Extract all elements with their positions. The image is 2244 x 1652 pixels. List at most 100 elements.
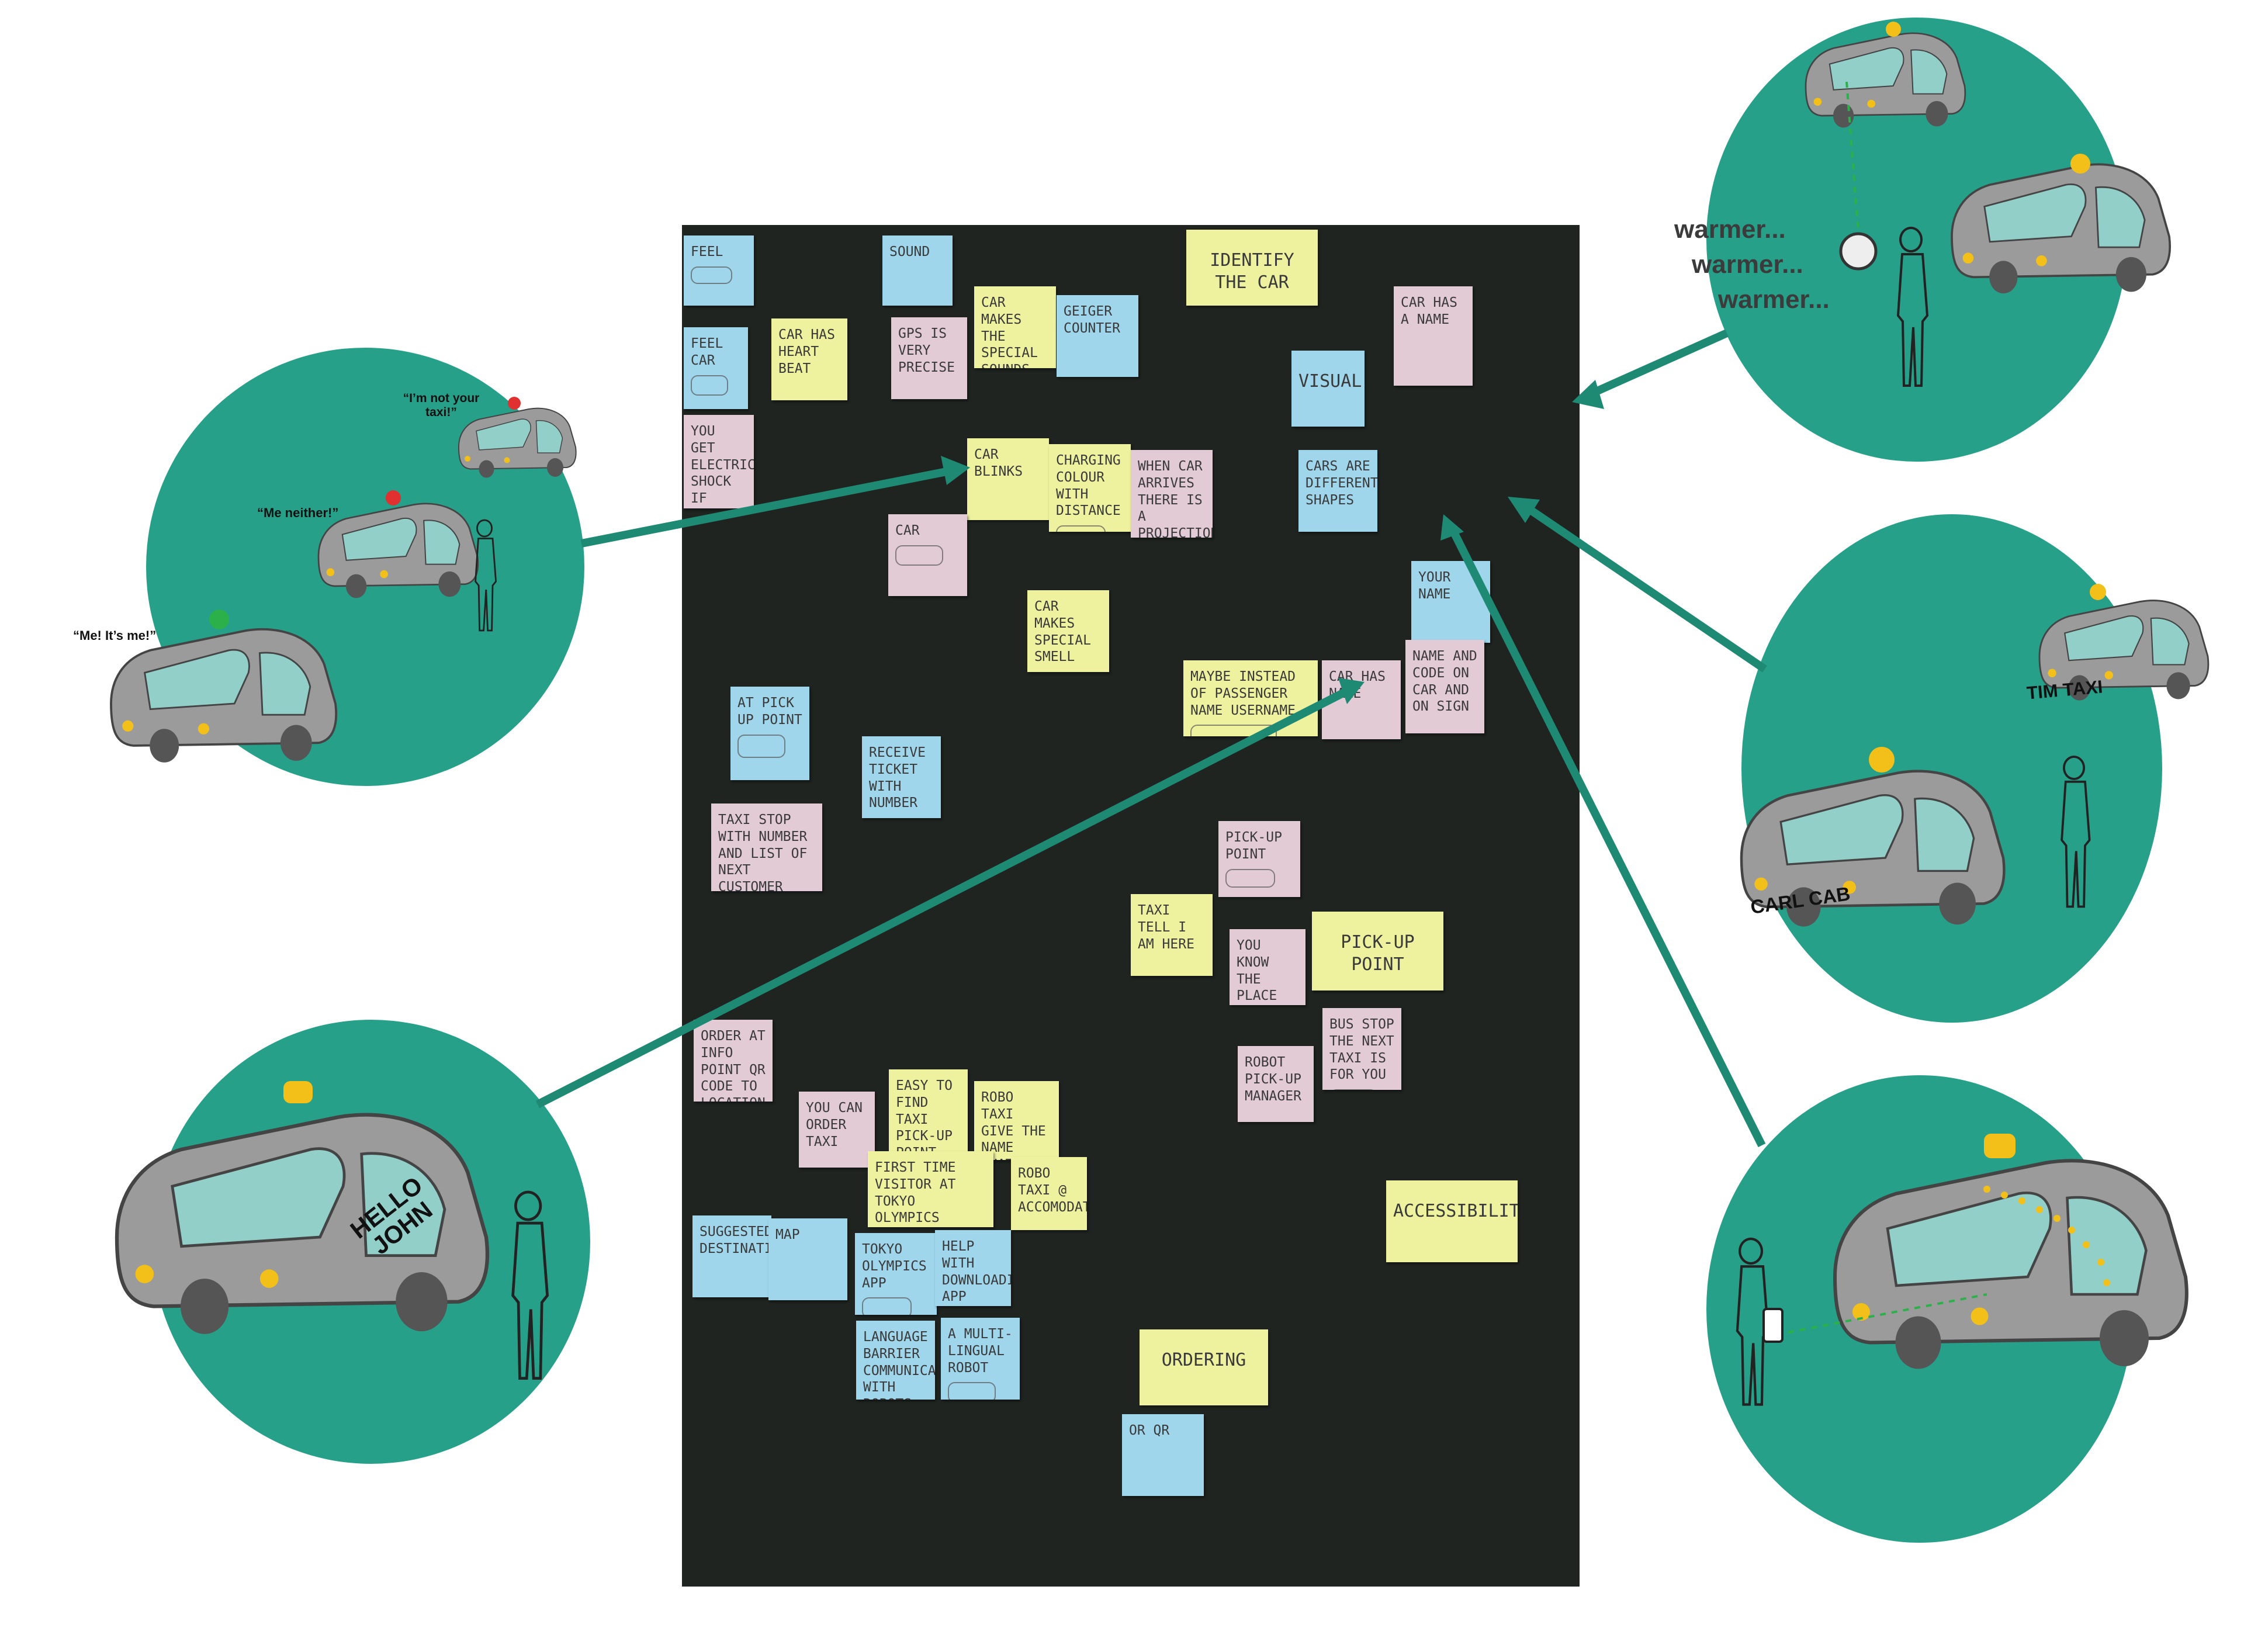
sticky-note-text: NAME AND CODE ON CAR AND ON SIGN [1412, 649, 1477, 715]
arrow-to-car-name [1448, 527, 1766, 1148]
sticky-note-text: TOKYO OLYMPICS APP [862, 1242, 927, 1291]
sticky-note-text: VISUAL [1298, 371, 1362, 392]
sticky-note-text: CAR BLINKS [974, 447, 1023, 479]
sticky-note: TOKYO OLYMPICS APP [855, 1233, 937, 1315]
connector-arrows [535, 329, 1767, 1148]
sticky-note: NAME AND CODE ON CAR AND ON SIGN [1405, 640, 1484, 733]
sticky-note-text: MAP [775, 1227, 800, 1242]
sticky-note-text: IDENTIFY THE CAR [1210, 250, 1294, 293]
sketch-doodle [862, 1297, 912, 1315]
sticky-note-text: GEIGER COUNTER [1064, 304, 1120, 336]
sticky-note: GEIGER COUNTER [1057, 295, 1138, 377]
scene2-art [1805, 22, 2172, 387]
sticky-note-text: A multi-lingual robot [948, 1327, 1013, 1376]
sticky-note: SOUND [882, 235, 953, 306]
sticky-note-text: WHEN CAR ARRIVES THERE IS A PROJECTION O… [1138, 459, 1213, 538]
sticky-note: receive ticket with number [862, 736, 941, 818]
sticky-note-text: YOU GET ELECTRIC SHOCK IF TOUCH WRONG CA… [691, 424, 754, 508]
sticky-note-text: language barrier communicating with robo… [863, 1329, 935, 1400]
warmer-text-1: warmer... [1674, 215, 1786, 244]
sticky-note-text: CAR makes the special sounds [981, 295, 1038, 368]
sticky-note: YOU CAN ORDER TAXI [799, 1092, 875, 1168]
sticky-note-text: ACCESSIBILITY [1393, 1201, 1518, 1221]
sticky-note-text: Robo taxi give the name that called peop… [981, 1090, 1046, 1160]
green-roof-light [209, 609, 229, 629]
warmer-text-3: warmer... [1718, 285, 1830, 314]
sticky-note: CAR [888, 514, 967, 596]
sketch-doodle [691, 375, 729, 396]
sticky-note: language barrier communicating with robo… [856, 1321, 935, 1400]
scene-circle-named-taxis [1741, 514, 2162, 1023]
scene3-art [1741, 584, 2210, 927]
sticky-note-text: help with downloading app first time use [942, 1239, 1011, 1305]
sticky-note: Robo taxi give the name that called peop… [974, 1081, 1059, 1160]
red-roof-light [508, 397, 521, 410]
quote-not-your-taxi: “I’m not your taxi!” [403, 392, 480, 419]
sticky-note: A multi-lingual robot [941, 1318, 1020, 1400]
sticky-note-text: Charging Colour with distance [1056, 453, 1121, 519]
sticky-note-text: Robo Taxi @ accomodation [1018, 1166, 1087, 1215]
sticky-note: help with downloading app first time use [935, 1230, 1011, 1306]
sticky-note-text: FEEL [691, 244, 723, 259]
sticky-note-text: CARS ARE DIFFERENT SHAPES [1305, 459, 1377, 508]
compass-icon [1839, 232, 1878, 271]
sticky-note-text: CAR HAS A NAME [1401, 295, 1457, 327]
sketch-doodle [737, 734, 785, 759]
sticky-note: PICK-UP POINT [1218, 821, 1300, 897]
scene5-art [1737, 1134, 2187, 1405]
sketch-doodle [948, 1382, 996, 1400]
sticky-note: ROBOT PICK-UP MANAGER [1238, 1046, 1314, 1122]
sticky-note: ACCESSIBILITY [1386, 1180, 1518, 1262]
sticky-note: Charging Colour with distance [1049, 444, 1131, 532]
sticky-note: ORDER AT INFO POINT QR CODE TO LOCATION … [694, 1020, 773, 1102]
sticky-note: suggested destination [692, 1215, 771, 1297]
sticky-note-text: PICK-UP POINT [1341, 932, 1415, 975]
sticky-note-text: EASY TO FIND TAXI PICK-UP POINT [896, 1078, 953, 1157]
arrow-to-name-note [535, 685, 1352, 1109]
sticky-note-text: SOUND [889, 244, 930, 259]
sticky-note: FEEL CAR [684, 327, 748, 409]
sketch-doodle [895, 545, 943, 566]
quote-me-neither: “Me neither!” [257, 505, 339, 520]
sticky-note-text: TAXI STOP WITH NUMBER AND LIST OF NEXT C… [718, 812, 808, 891]
sticky-note-text: TAXI Tell I am HERE [1138, 903, 1194, 952]
sticky-note: CAR HAS A NAME [1394, 286, 1473, 386]
sticky-note: GPS IS VERY PRECISE [891, 317, 967, 399]
sticky-note: Robo Taxi @ accomodation [1011, 1157, 1087, 1230]
sticky-note: FEEL [684, 235, 754, 306]
sketch-doodle [1225, 868, 1276, 888]
sticky-note: WHEN CAR ARRIVES THERE IS A PROJECTION O… [1131, 450, 1213, 538]
sticky-note: First time visitor at Tokyo Olympics [868, 1151, 993, 1227]
sticky-note: BUS STOP THE NEXT TAXI IS FOR YOU [1322, 1008, 1401, 1090]
sticky-note-text: ORDER AT INFO POINT QR CODE TO LOCATION … [701, 1028, 766, 1102]
sticky-note-text: FEEL CAR [691, 336, 723, 368]
sticky-note-text: AT PICK UP POINT [737, 695, 802, 728]
arrow-to-sound-note [1588, 329, 1729, 399]
sticky-note-text: Car makes special smell [1034, 599, 1091, 665]
sticky-note: PICK-UP POINT [1312, 912, 1443, 990]
sticky-note: TAXI STOP WITH NUMBER AND LIST OF NEXT C… [711, 804, 822, 891]
sticky-note-text: ORDERING [1161, 1350, 1246, 1370]
sticky-note: ORDERING [1140, 1329, 1268, 1405]
sticky-note-text: First time visitor at Tokyo Olympics [875, 1160, 956, 1226]
sticky-note-text: YOU KNOW THE PLACE [1237, 938, 1277, 1004]
warmer-text-2: warmer... [1692, 250, 1803, 279]
sticky-note: Car makes special smell [1027, 590, 1109, 672]
sticky-note: AT PICK UP POINT [730, 687, 809, 780]
sticky-note-text: suggested destination [699, 1224, 771, 1256]
sticky-note: MAP [768, 1218, 847, 1300]
sticky-note-text: YOUR NAME [1418, 570, 1451, 602]
sticky-note: or QR [1122, 1414, 1204, 1496]
quote-me-its-me: “Me! It’s me!” [73, 628, 157, 643]
sticky-note: IDENTIFY THE CAR [1186, 230, 1318, 306]
scene1-art [110, 397, 577, 764]
sticky-note-text: or QR [1129, 1423, 1170, 1438]
sticky-note: CARS ARE DIFFERENT SHAPES [1298, 450, 1377, 532]
sticky-note: TAXI Tell I am HERE [1131, 894, 1213, 976]
arrow-to-car-blinks [580, 466, 954, 548]
red-roof-light [386, 490, 401, 505]
sticky-note-text: CAR [895, 523, 920, 538]
sticky-note: CAR BLINKS [967, 438, 1049, 520]
sticky-note-text: YOU CAN ORDER TAXI [806, 1100, 863, 1149]
smartphone-icon [1762, 1308, 1784, 1343]
